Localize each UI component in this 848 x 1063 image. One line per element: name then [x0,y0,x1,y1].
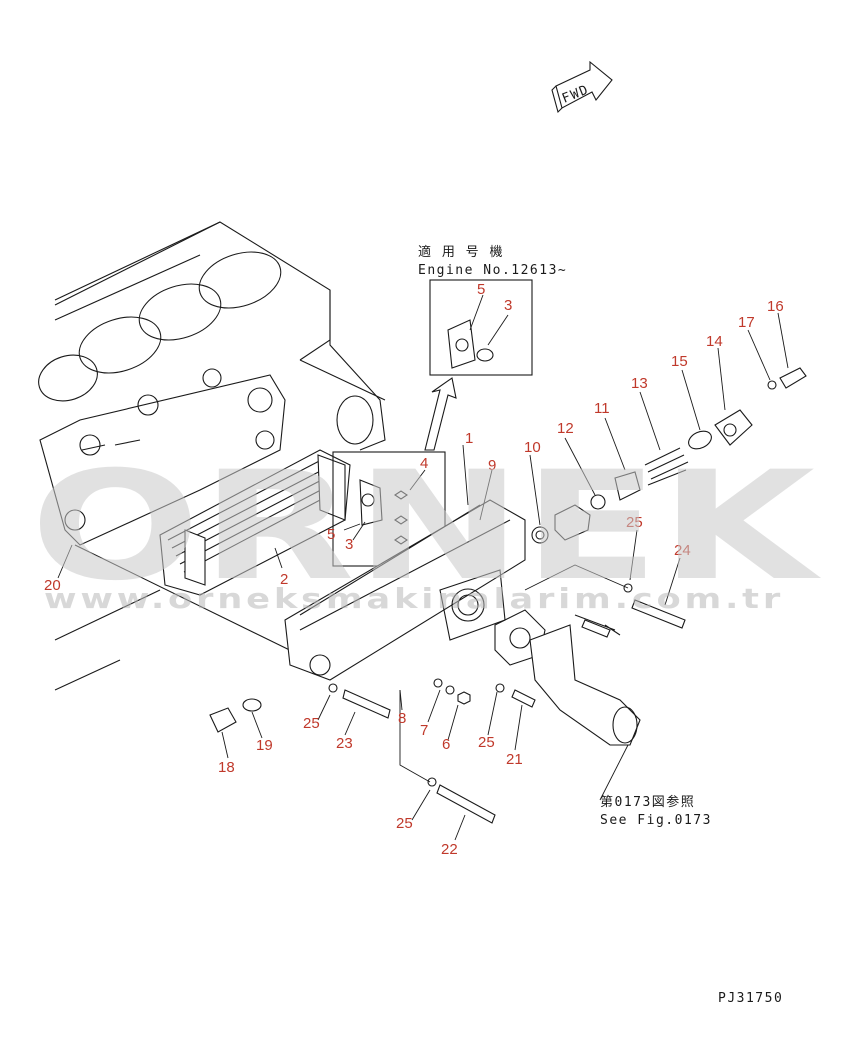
callout-25-left: 25 [303,715,320,732]
callout-23: 23 [336,735,353,752]
callout-3-detail: 3 [504,297,512,314]
callout-2: 2 [280,571,288,588]
gasket-box-upper [424,279,533,451]
see-note-line1: 第0173図参照 [600,794,695,810]
see-figure-note: 第0173図参照 See Fig.0173 [600,794,712,828]
callout-1: 1 [465,430,473,447]
fasteners [209,583,686,824]
callout-24: 24 [674,542,691,559]
callout-20: 20 [44,577,61,594]
engine-note-line1: 適 用 号 機 [418,244,504,260]
watermark-brand: ORNEK [30,440,821,614]
callout-17: 17 [738,314,755,331]
drawing-number: PJ31750 [718,991,783,1006]
callout-25-mid: 25 [478,734,495,751]
callout-11: 11 [594,400,610,417]
callout-18: 18 [218,759,235,776]
oil-cooler-cover [284,499,526,681]
callout-19: 19 [256,737,273,754]
callout-15: 15 [671,353,688,370]
callout-5: 5 [327,526,335,543]
callout-25-bottom: 25 [396,815,413,832]
callout-5-detail: 5 [477,281,485,298]
callout-12: 12 [557,420,574,437]
leader-lines [57,294,789,841]
callout-22: 22 [441,841,458,858]
callout-21: 21 [506,751,523,768]
watermark: ORNEK www.orneksmakinalarim.com.tr [30,440,821,615]
callout-16: 16 [767,298,784,315]
water-elbow [529,614,641,746]
callout-numbers: 1 2 3 3 4 5 5 6 7 8 9 10 11 12 13 14 15 … [44,281,784,858]
callout-4: 4 [420,455,428,472]
thermostat-stack [531,367,807,544]
engine-note-line2: Engine No.12613~ [418,263,567,278]
engine-block [38,221,386,691]
callout-14: 14 [706,333,723,350]
callout-7: 7 [420,722,428,739]
oil-cooler-element [159,449,351,596]
callout-3: 3 [345,536,353,553]
callout-6: 6 [442,736,450,753]
forward-direction-arrow: FWD [551,60,613,114]
callout-9: 9 [488,457,496,474]
callout-25-top: 25 [626,514,643,531]
callout-10: 10 [524,439,541,456]
engine-number-note: 適 用 号 機 Engine No.12613~ [418,244,567,278]
see-note-line2: See Fig.0173 [600,813,712,828]
watermark-url: www.orneksmakinalarim.com.tr [44,582,784,615]
callout-13: 13 [631,375,648,392]
callout-8: 8 [398,710,406,727]
